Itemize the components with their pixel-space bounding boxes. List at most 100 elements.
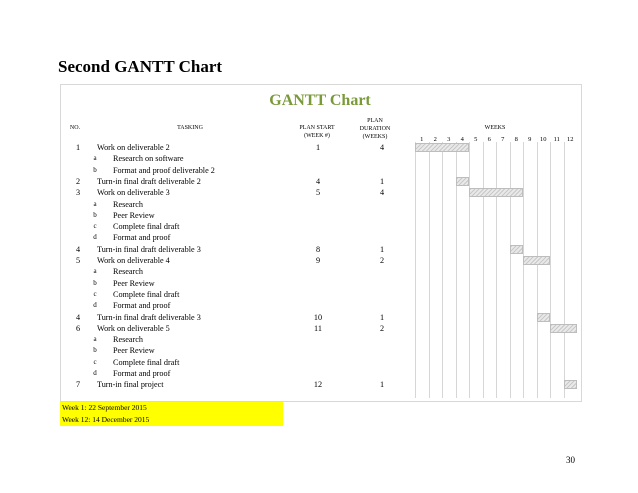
- gantt-bar: [509, 244, 523, 254]
- week-number: 10: [540, 136, 547, 143]
- task-name: Work on deliverable 5: [97, 323, 170, 333]
- subtask-letter: c: [93, 222, 97, 231]
- table-row: d Format and proof: [60, 232, 580, 243]
- task-name: Complete final draft: [113, 357, 180, 367]
- subtask-letter: b: [93, 278, 97, 287]
- table-row: a Research: [60, 334, 580, 345]
- header-plan-duration: PLAN DURATION (WEEKS): [350, 117, 400, 141]
- plan-start: 1: [315, 143, 321, 152]
- plan-duration: 1: [379, 244, 385, 254]
- header-tasking: TASKING: [177, 125, 203, 131]
- task-name: Format and proof: [113, 233, 171, 243]
- header-plan-start-line2: (WEEK #): [304, 133, 330, 139]
- header-no: NO.: [69, 125, 81, 131]
- plan-duration: 2: [379, 256, 385, 265]
- header-plan-duration-line1: PLAN: [367, 118, 383, 124]
- task-name: Complete final draft: [113, 289, 180, 299]
- task-name: Peer Review: [113, 210, 155, 220]
- plan-duration: 4: [379, 188, 385, 198]
- header-plan-start: PLAN START (WEEK #): [282, 124, 352, 140]
- task-number: 4: [75, 244, 81, 254]
- gantt-bar: [469, 188, 523, 198]
- gantt-bar: [415, 143, 469, 152]
- table-row: c Complete final draft: [60, 289, 580, 300]
- subtask-letter: a: [93, 335, 97, 344]
- week-grid-column: [469, 142, 483, 398]
- gantt-bar: [563, 380, 577, 390]
- table-row: 4 Turn-in final draft deliverable 3 10 1: [60, 312, 580, 323]
- subtask-letter: c: [93, 289, 97, 298]
- subtask-letter: a: [93, 267, 97, 276]
- gantt-bar: [550, 323, 577, 333]
- week-number: 9: [528, 136, 532, 143]
- week-number: 2: [433, 136, 437, 143]
- week-number: 12: [567, 136, 574, 143]
- subtask-letter: d: [93, 301, 97, 310]
- task-number: 4: [75, 312, 81, 322]
- week-grid-column: [509, 142, 524, 398]
- page-number: 30: [566, 455, 575, 465]
- week-grid-column: [536, 142, 551, 398]
- note-week-1: Week 1: 22 September 2015: [60, 402, 283, 414]
- task-name: Turn-in final draft deliverable 2: [97, 176, 201, 186]
- task-number: 3: [75, 188, 81, 198]
- header-weeks: WEEKS: [484, 125, 506, 131]
- task-name: Research: [113, 267, 144, 277]
- plan-duration: 2: [379, 323, 385, 333]
- subtask-letter: b: [93, 210, 97, 219]
- task-name: Research: [113, 335, 144, 345]
- task-name: Peer Review: [113, 346, 155, 356]
- subtask-letter: a: [93, 154, 97, 163]
- plan-duration: 4: [379, 143, 385, 152]
- task-name: Format and proof: [113, 301, 171, 311]
- week-grid-column: [482, 142, 497, 398]
- table-row: a Research: [60, 266, 580, 277]
- header-plan-duration-line2: DURATION: [359, 126, 391, 132]
- week-grid-column: [550, 142, 564, 398]
- gantt-bar: [536, 312, 550, 322]
- subtask-letter: d: [93, 233, 97, 242]
- subtask-letter: b: [93, 165, 97, 174]
- subtask-letter: a: [93, 199, 97, 208]
- plan-start: 10: [313, 312, 323, 322]
- week-number: 8: [514, 136, 518, 143]
- task-number: 5: [75, 256, 81, 265]
- task-name: Peer Review: [113, 278, 155, 288]
- task-name: Research on software: [113, 154, 184, 164]
- gantt-title: GANTT Chart: [269, 92, 371, 109]
- plan-duration: 1: [379, 312, 385, 322]
- note-week-12: Week 12: 14 December 2015: [60, 414, 283, 426]
- plan-duration: 1: [379, 380, 385, 390]
- table-row: b Peer Review: [60, 210, 580, 221]
- week-grid-column: [415, 142, 429, 398]
- gantt-bar: [523, 256, 550, 265]
- task-name: Work on deliverable 2: [97, 143, 170, 152]
- plan-start: 4: [315, 176, 321, 186]
- table-row: d Format and proof: [60, 300, 580, 311]
- task-name: Turn-in final draft deliverable 3: [97, 244, 201, 254]
- week-grid-column: [442, 142, 456, 398]
- week-number: 11: [553, 136, 560, 143]
- task-name: Research: [113, 199, 144, 209]
- table-row: b Peer Review: [60, 278, 580, 289]
- task-name: Turn-in final project: [97, 380, 164, 390]
- plan-start: 12: [313, 380, 323, 390]
- task-name: Work on deliverable 4: [97, 256, 170, 265]
- task-number: 2: [75, 176, 81, 186]
- plan-start: 11: [314, 323, 322, 333]
- header-plan-duration-line3: (WEEKS): [362, 134, 388, 140]
- week-grid-column: [496, 142, 510, 398]
- task-name: Turn-in final draft deliverable 3: [97, 312, 201, 322]
- task-name: Format and proof deliverable 2: [113, 165, 215, 175]
- page-heading: Second GANTT Chart: [58, 57, 223, 76]
- week-number: 7: [501, 136, 505, 143]
- plan-start: 9: [315, 256, 321, 265]
- table-row: 5 Work on deliverable 4 9 2: [60, 255, 580, 266]
